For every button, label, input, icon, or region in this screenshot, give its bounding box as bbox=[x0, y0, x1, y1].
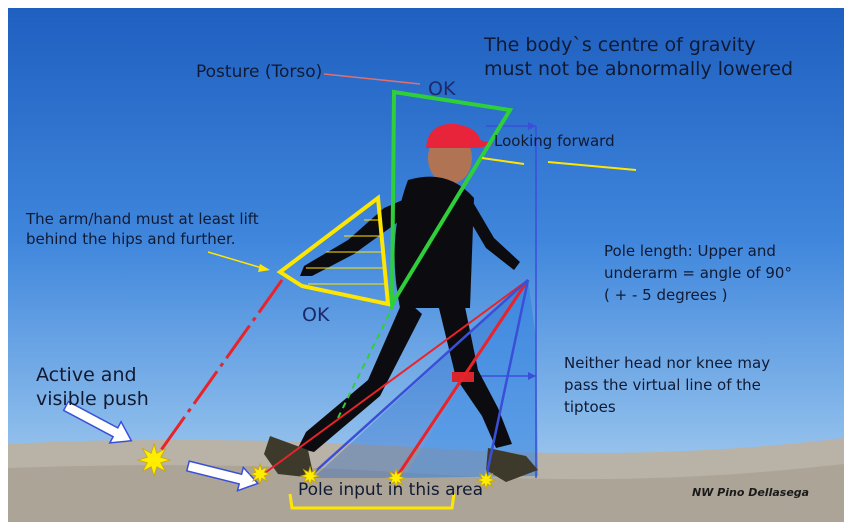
ok-arm-label: OK bbox=[302, 304, 329, 327]
nordic-walking-diagram: The body`s centre of gravity must not be… bbox=[8, 8, 844, 522]
ok-torso-label: OK bbox=[428, 78, 455, 101]
arm-pointer-head bbox=[258, 264, 270, 272]
neither-line2: pass the virtual line of the bbox=[564, 376, 761, 394]
gaze-line-short bbox=[482, 158, 524, 164]
pole-length-line1: Pole length: Upper and bbox=[604, 242, 776, 260]
arm-text-line2: behind the hips and further. bbox=[26, 230, 236, 248]
push-pole bbox=[154, 280, 282, 460]
looking-forward-label: Looking forward bbox=[494, 132, 615, 150]
contact-star bbox=[138, 444, 170, 476]
pole-input-label: Pole input in this area bbox=[298, 480, 483, 500]
neither-line3: tiptoes bbox=[564, 398, 616, 416]
author-credit: NW Pino Dellasega bbox=[692, 486, 809, 499]
contact-star bbox=[250, 464, 270, 484]
push-text-line1: Active and bbox=[36, 364, 137, 387]
cog-text-line1: The body`s centre of gravity bbox=[484, 34, 756, 57]
push-text-line2: visible push bbox=[36, 388, 149, 411]
looking-arrow-head bbox=[528, 122, 536, 130]
pole-length-line2: underarm = angle of 90° bbox=[604, 264, 792, 282]
arm-text-line1: The arm/hand must at least lift bbox=[26, 210, 259, 228]
arm-pointer bbox=[208, 252, 262, 268]
walker-torso bbox=[395, 177, 474, 308]
walker-cap bbox=[426, 124, 494, 148]
cog-text-line2: must not be abnormally lowered bbox=[484, 58, 793, 81]
posture-pointer bbox=[324, 74, 420, 84]
posture-label: Posture (Torso) bbox=[196, 62, 322, 82]
pole-length-line3: ( + - 5 degrees ) bbox=[604, 286, 727, 304]
gaze-line-long bbox=[548, 162, 636, 170]
neither-line1: Neither head nor knee may bbox=[564, 354, 770, 372]
